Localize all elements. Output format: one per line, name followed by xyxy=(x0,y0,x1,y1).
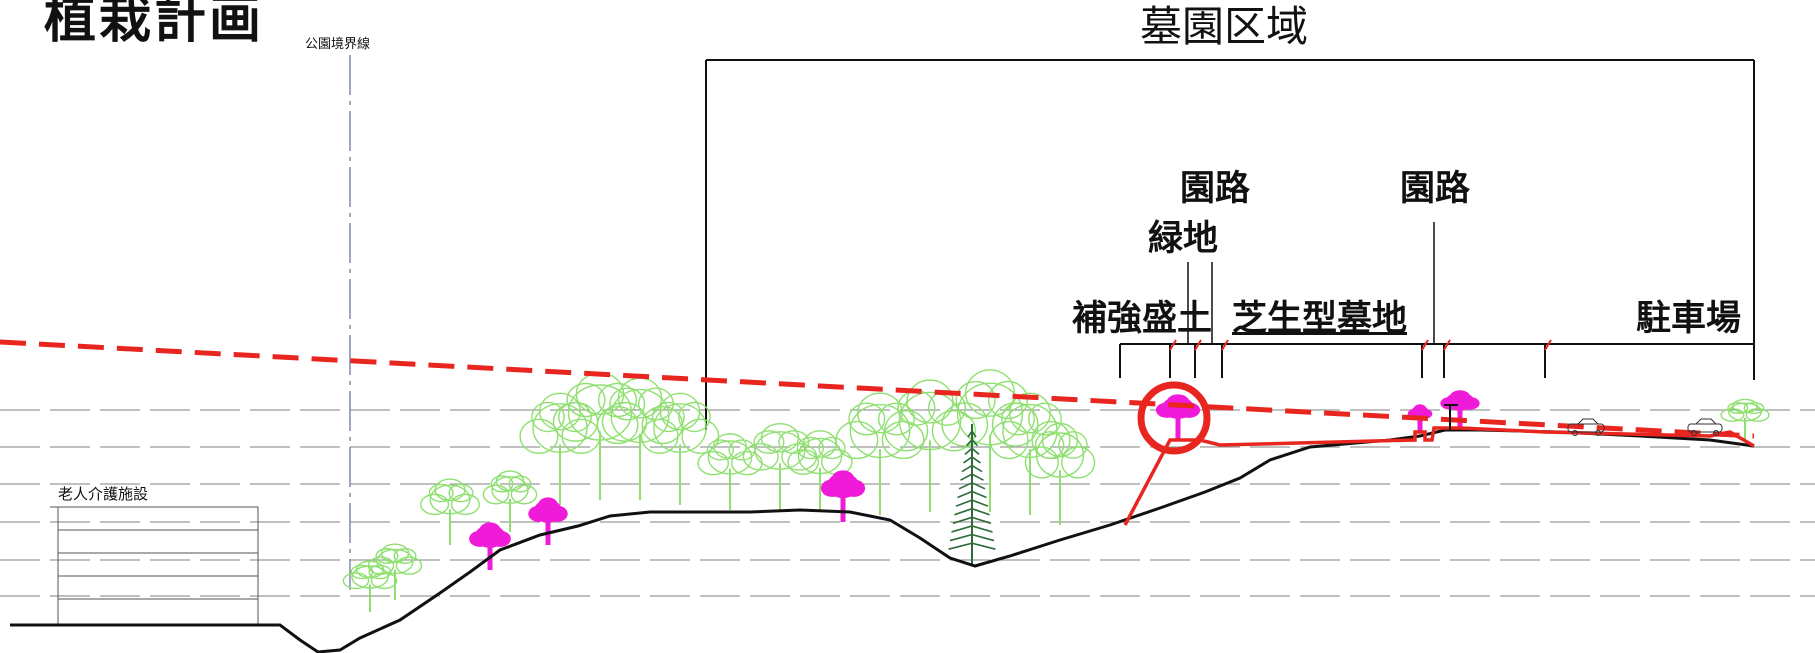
ground-profile-line xyxy=(10,428,1755,653)
red-dashed-slope-line xyxy=(0,339,1755,439)
path-post xyxy=(1444,404,1458,430)
car-icon xyxy=(1567,418,1605,436)
deciduous-tree-icon xyxy=(1024,422,1096,525)
deciduous-tree-icon xyxy=(482,470,538,532)
car-icon xyxy=(1687,418,1723,436)
deciduous-tree-icon xyxy=(367,543,423,600)
page-title: 植栽計画 xyxy=(44,0,265,50)
path-label-right: 園路 xyxy=(1400,169,1471,209)
highlight-circle xyxy=(1137,381,1211,455)
cemetery-zone-bracket xyxy=(705,59,1755,430)
planting-trees xyxy=(342,369,1770,612)
elevation-grid xyxy=(0,409,1815,597)
parking-label: 駐車場 xyxy=(1636,299,1742,339)
park-boundary-label: 公園境界線 xyxy=(305,37,371,52)
path-label-left: 園路 xyxy=(1180,169,1251,209)
deciduous-tree-icon xyxy=(1720,398,1770,440)
deciduous-tree-icon xyxy=(420,478,480,545)
cemetery-zone-label: 墓園区域 xyxy=(1140,2,1309,51)
reinforced-fill-outline xyxy=(1123,426,1755,526)
greenery-label: 緑地 xyxy=(1148,219,1219,259)
care-facility-building xyxy=(50,506,259,626)
flowering-tree-icon xyxy=(820,470,866,522)
reinforced-fill-label: 補強盛土 xyxy=(1072,299,1213,339)
deciduous-tree-icon xyxy=(989,392,1071,515)
deciduous-tree-icon xyxy=(835,392,925,515)
dimension-ticks xyxy=(1169,339,1552,351)
conifer-tree-icon xyxy=(948,424,996,566)
flowering-tree-icon xyxy=(528,497,568,545)
deciduous-tree-icon xyxy=(697,433,763,510)
flowering-tree-icon xyxy=(469,522,511,570)
care-facility-label: 老人介護施設 xyxy=(58,485,149,503)
deciduous-tree-icon xyxy=(519,392,601,505)
deciduous-tree-icon xyxy=(640,392,720,505)
flowering-tree-icon xyxy=(1440,390,1480,428)
lawn-cemetery-label: 芝生型墓地 xyxy=(1232,299,1408,339)
flowering-tree-icon xyxy=(1155,394,1201,440)
